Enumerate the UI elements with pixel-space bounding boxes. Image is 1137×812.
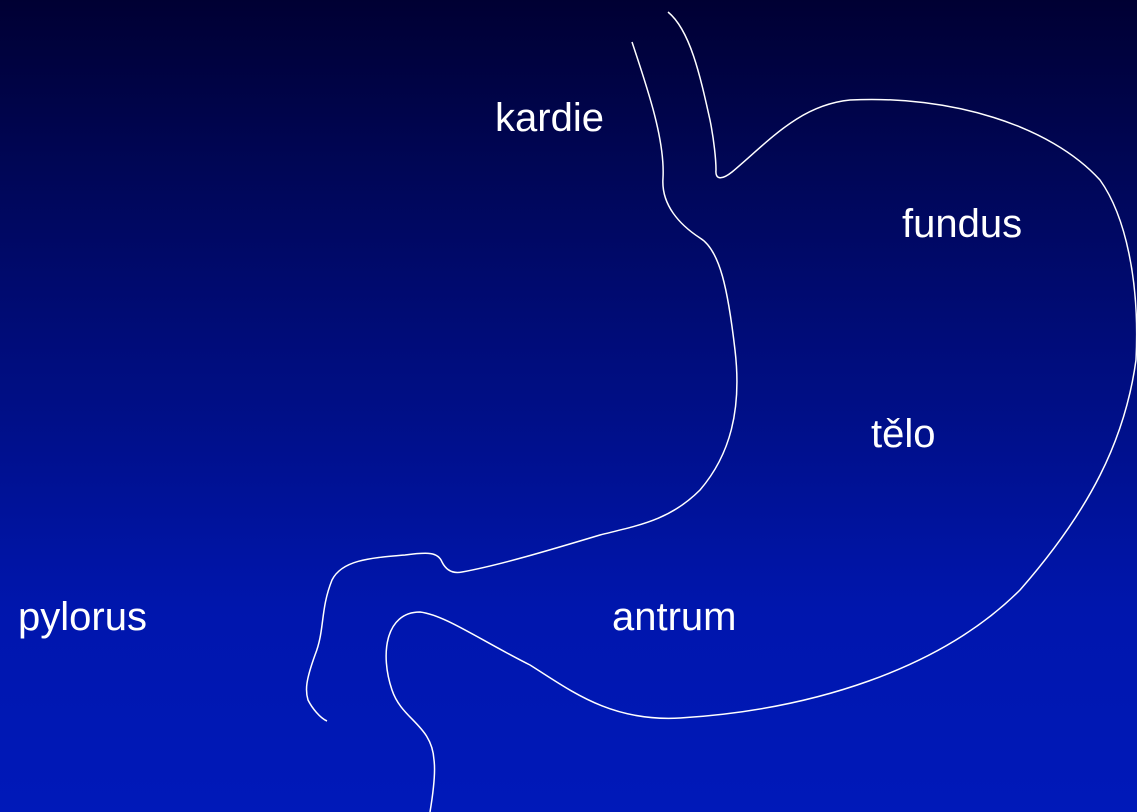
antrum-label: antrum <box>612 597 737 637</box>
pylorus-label: pylorus <box>18 597 147 637</box>
telo-label: tělo <box>871 414 936 454</box>
fundus-label: fundus <box>902 204 1022 244</box>
kardie-label: kardie <box>495 98 604 138</box>
